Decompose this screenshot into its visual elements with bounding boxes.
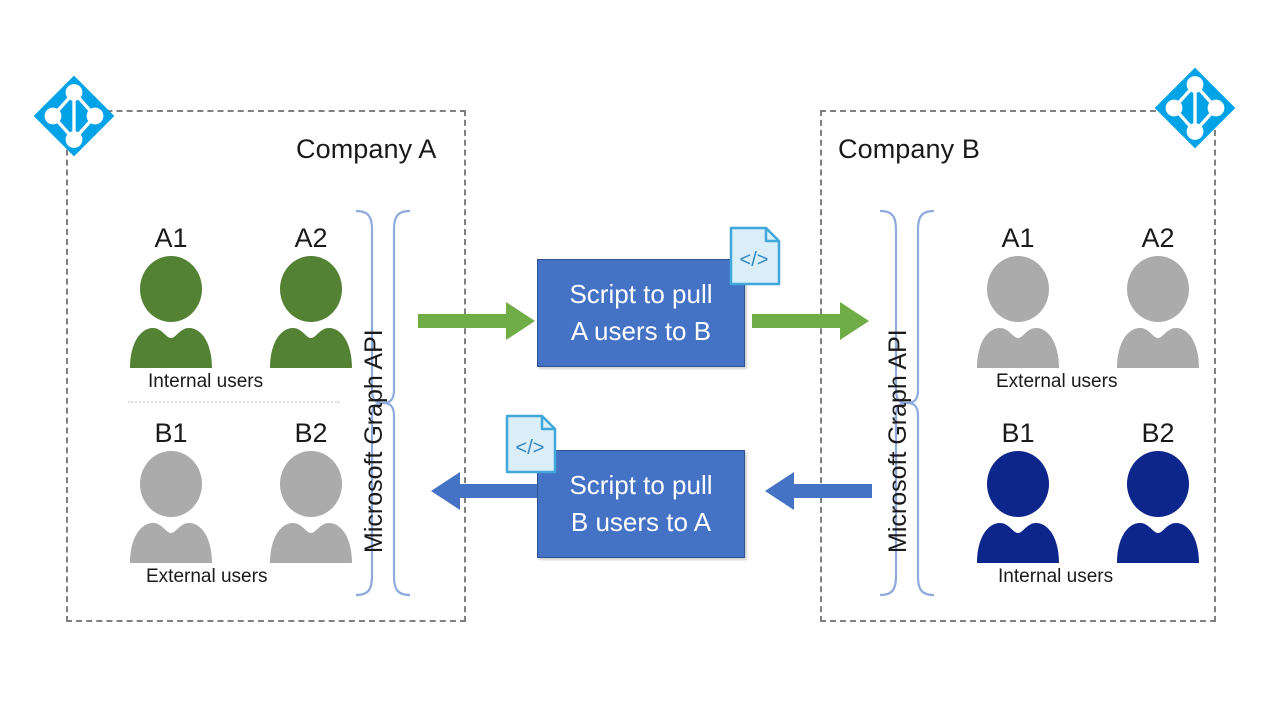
user-label-a2-internal: A2 <box>294 223 328 253</box>
user-icon-b2-external-a <box>268 451 354 563</box>
company-b-graph-api-brace <box>872 208 942 603</box>
user-icon-b1-external-a <box>128 451 214 563</box>
arrow-script-ba-to-a <box>418 470 548 517</box>
code-file-icon: </> <box>729 226 781 286</box>
user-icon-b1-internal <box>975 451 1061 563</box>
company-b-title: Company B <box>838 134 980 164</box>
company-b-external-caption: External users <box>996 371 1118 392</box>
code-file-glyph: </> <box>516 437 545 459</box>
company-b-boundary <box>820 110 1216 622</box>
company-a-boundary <box>66 110 466 622</box>
code-file-icon: </> <box>505 414 557 474</box>
code-file-glyph: </> <box>740 249 769 271</box>
user-label-b1-external-a: B1 <box>154 418 188 448</box>
script-box-b-to-a-text: Script to pull B users to A <box>569 470 713 537</box>
user-icon-a2-external-b <box>1115 256 1201 368</box>
arrow-script-ab-to-b <box>752 300 870 347</box>
user-label-b1-internal: B1 <box>1001 418 1035 448</box>
user-label-a1-internal: A1 <box>154 223 188 253</box>
company-a-user-divider <box>128 401 340 403</box>
arrow-a-to-script-ab <box>418 300 536 347</box>
script-box-a-to-b-text: Script to pull A users to B <box>569 279 713 346</box>
company-b-internal-caption: Internal users <box>998 566 1114 587</box>
script-box-b-to-a[interactable]: Script to pull B users to A <box>537 450 745 558</box>
user-label-a1-external-b: A1 <box>1001 223 1035 253</box>
user-icon-a1-external-b <box>975 256 1061 368</box>
azure-active-directory-icon <box>32 74 116 158</box>
arrow-b-to-script-ba <box>752 470 872 517</box>
company-a-graph-api-brace <box>348 208 418 603</box>
user-label-a2-external-b: A2 <box>1141 223 1175 253</box>
company-a-graph-api-label: Microsoft Graph API <box>360 329 388 553</box>
user-icon-b2-internal <box>1115 451 1201 563</box>
company-a-internal-caption: Internal users <box>148 371 264 392</box>
user-icon-a1-internal <box>128 256 214 368</box>
azure-active-directory-icon <box>1153 66 1237 150</box>
company-b-graph-api-label: Microsoft Graph API <box>884 329 912 553</box>
company-a-external-caption: External users <box>146 566 268 587</box>
company-a-title: Company A <box>296 134 437 164</box>
script-box-a-to-b[interactable]: Script to pull A users to B <box>537 259 745 367</box>
user-label-b2-external-a: B2 <box>294 418 328 448</box>
user-icon-a2-internal <box>268 256 354 368</box>
user-label-b2-internal: B2 <box>1141 418 1175 448</box>
